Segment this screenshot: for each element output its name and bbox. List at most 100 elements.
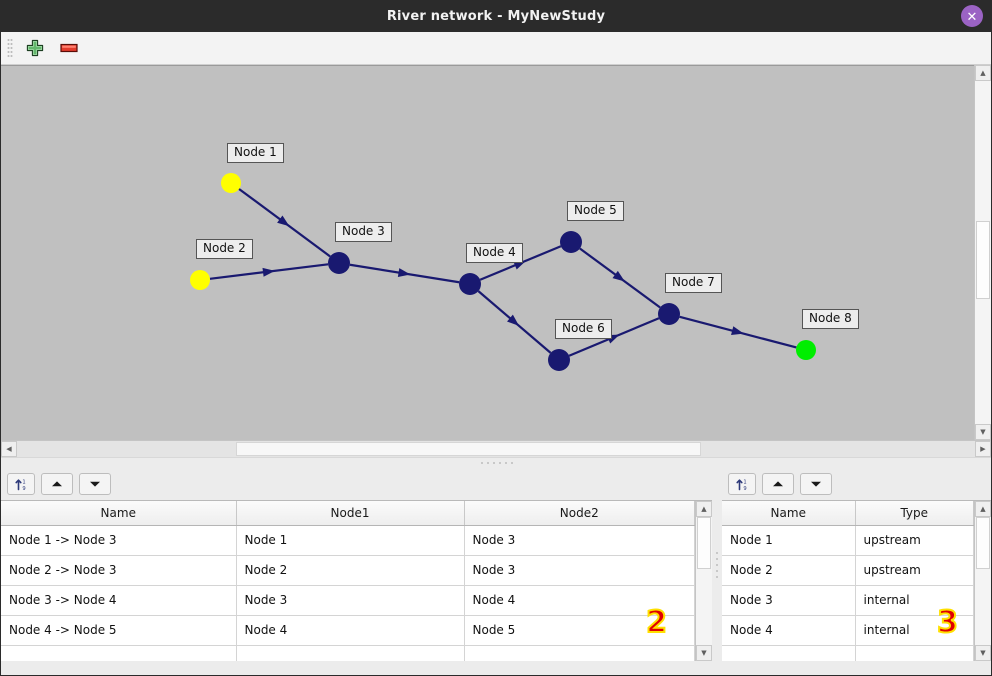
delete-red-rectangle-icon[interactable]	[57, 37, 81, 59]
graph-node-n8[interactable]	[796, 340, 816, 360]
vertical-splitter[interactable]	[712, 468, 722, 661]
links-scroll-down-icon[interactable]: ▼	[696, 645, 712, 661]
status-bar	[1, 661, 991, 675]
nodes-cell-r5-c1[interactable]	[722, 645, 856, 661]
nodes-toolbar: 1 9	[722, 468, 991, 500]
links-column-header-1[interactable]: Name	[1, 501, 237, 526]
graph-node-label-n7[interactable]: Node 7	[665, 273, 722, 293]
nodes-table-scrollbar[interactable]: ▲ ▼	[974, 501, 991, 661]
nodes-move-down-button[interactable]	[800, 473, 832, 495]
links-table-scrollbar[interactable]: ▲ ▼	[695, 501, 712, 661]
nodes-column-header-1[interactable]: Name	[722, 501, 856, 526]
nodes-scroll-thumb[interactable]	[976, 517, 990, 569]
graph-node-label-n1[interactable]: Node 1	[227, 143, 284, 163]
nodes-cell-r4-c2[interactable]: internal	[855, 615, 974, 646]
links-cell-r5-c1[interactable]	[1, 645, 237, 661]
graph-node-label-n2[interactable]: Node 2	[196, 239, 253, 259]
graph-node-label-n8[interactable]: Node 8	[802, 309, 859, 329]
nodes-cell-r3-c2[interactable]: internal	[855, 585, 974, 616]
graph-node-n7[interactable]	[658, 303, 680, 325]
nodes-cell-r2-c2[interactable]: upstream	[855, 555, 974, 586]
graph-node-n5[interactable]	[560, 231, 582, 253]
nodes-cell-r2-c1[interactable]: Node 2	[722, 555, 856, 586]
scroll-up-icon[interactable]: ▲	[975, 65, 991, 81]
links-cell-r5-c3[interactable]	[464, 645, 695, 661]
nodes-cell-r1-c2[interactable]: upstream	[855, 525, 974, 556]
links-cell-r1-c2[interactable]: Node 1	[236, 525, 465, 556]
links-cell-r2-c1[interactable]: Node 2 -> Node 3	[1, 555, 237, 586]
links-cell-r1-c3[interactable]: Node 3	[464, 525, 695, 556]
nodes-scroll-down-icon[interactable]: ▼	[975, 645, 991, 661]
add-node-green-plus-icon[interactable]	[23, 37, 47, 59]
scroll-down-icon[interactable]: ▼	[975, 424, 991, 440]
graph-node-n2[interactable]	[190, 270, 210, 290]
nodes-cell-r3-c1[interactable]: Node 3	[722, 585, 856, 616]
arrowhead-icon	[397, 268, 411, 277]
network-diagram-canvas[interactable]: Node 1 Node 2 Node 3 Node 4 Node 5 Node 6 Node…	[1, 65, 974, 440]
links-cell-r4-c2[interactable]: Node 4	[236, 615, 465, 646]
links-cell-r3-c3[interactable]: Node 4	[464, 585, 695, 616]
links-cell-r4-c1[interactable]: Node 4 -> Node 5	[1, 615, 237, 646]
graph-node-n3[interactable]	[328, 252, 350, 274]
scroll-left-icon[interactable]: ◀	[1, 441, 17, 457]
links-move-up-button[interactable]	[41, 473, 73, 495]
table-row[interactable]	[1, 645, 695, 661]
links-sort-button[interactable]: 1 9	[7, 473, 35, 495]
graph-node-label-n5[interactable]: Node 5	[567, 201, 624, 221]
toolbar-drag-handle[interactable]	[7, 38, 13, 58]
nodes-cell-r4-c1[interactable]: Node 4	[722, 615, 856, 646]
links-cell-r2-c2[interactable]: Node 2	[236, 555, 465, 586]
main-toolbar	[1, 32, 991, 65]
scroll-right-icon[interactable]: ▶	[975, 441, 991, 457]
table-row[interactable]	[722, 645, 974, 661]
nodes-move-up-button[interactable]	[762, 473, 794, 495]
nodes-scroll-track[interactable]	[975, 517, 991, 645]
nodes-scroll-up-icon[interactable]: ▲	[975, 501, 991, 517]
links-cell-r1-c1[interactable]: Node 1 -> Node 3	[1, 525, 237, 556]
links-column-header-2[interactable]: Node1	[236, 501, 465, 526]
horizontal-splitter[interactable]	[1, 457, 991, 468]
links-cell-r3-c2[interactable]: Node 3	[236, 585, 465, 616]
graph-node-n6[interactable]	[548, 349, 570, 371]
graph-node-label-n4[interactable]: Node 4	[466, 243, 523, 263]
vertical-scroll-thumb[interactable]	[976, 221, 990, 299]
graph-node-n4[interactable]	[459, 273, 481, 295]
links-scroll-up-icon[interactable]: ▲	[696, 501, 712, 517]
graph-node-label-n3[interactable]: Node 3	[335, 222, 392, 242]
diagram-horizontal-scrollbar[interactable]: ◀ ▶	[1, 440, 991, 457]
links-scroll-track[interactable]	[696, 517, 712, 645]
links-cell-r3-c1[interactable]: Node 3 -> Node 4	[1, 585, 237, 616]
close-icon[interactable]: ✕	[961, 5, 983, 27]
horizontal-scroll-thumb[interactable]	[236, 442, 701, 456]
horizontal-scroll-track[interactable]	[17, 441, 975, 457]
links-cell-r5-c2[interactable]	[236, 645, 465, 661]
links-move-down-button[interactable]	[79, 473, 111, 495]
nodes-cell-r5-c2[interactable]	[855, 645, 974, 661]
nodes-sort-button[interactable]: 1 9	[728, 473, 756, 495]
diagram-vertical-scrollbar[interactable]: ▲ ▼	[974, 65, 991, 440]
graph-node-label-n6[interactable]: Node 6	[555, 319, 612, 339]
tables-area: 1 9	[1, 468, 991, 661]
graph-node-n1[interactable]	[221, 173, 241, 193]
nodes-cell-r1-c1[interactable]: Node 1	[722, 525, 856, 556]
links-cell-r4-c3[interactable]: Node 5	[464, 615, 695, 646]
vertical-scroll-track[interactable]	[975, 81, 991, 424]
links-column-header-3[interactable]: Node2	[464, 501, 695, 526]
nodes-column-header-2[interactable]: Type	[855, 501, 974, 526]
links-cell-r2-c3[interactable]: Node 3	[464, 555, 695, 586]
links-scroll-thumb[interactable]	[697, 517, 711, 569]
